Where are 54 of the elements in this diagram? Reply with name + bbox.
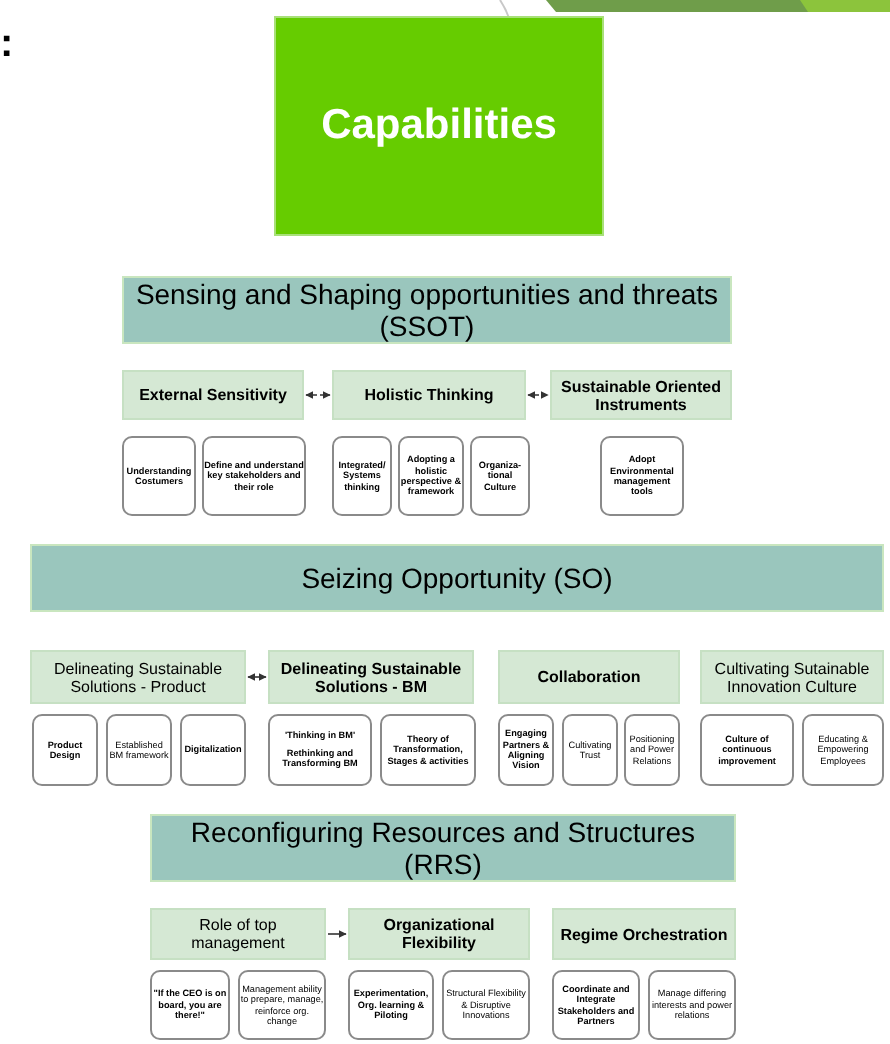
practice-card — [398, 436, 464, 516]
capability-text: Role of top management — [189, 916, 287, 952]
practice-card — [150, 970, 230, 1040]
practice-card — [32, 714, 98, 786]
section-header-text: Reconfiguring Resources and Structures (RRS) — [188, 816, 698, 880]
section-header-box — [30, 544, 884, 612]
practice-card — [238, 970, 326, 1040]
capability-text: External Sensitivity — [139, 386, 287, 404]
capability-text: Delineating Sustainable Solutions - Product — [51, 659, 225, 695]
arrow — [305, 391, 331, 399]
arrow — [327, 930, 347, 938]
practice-card — [180, 714, 246, 786]
practice-card — [600, 436, 684, 516]
practice-card — [202, 436, 306, 516]
practice-card — [498, 714, 554, 786]
arrow — [527, 391, 549, 399]
title-text: Capabilities — [321, 100, 557, 153]
capability-text: Organizational Flexibility — [381, 916, 497, 952]
capability-text: Cultivating Sutainable Innovation Culture — [712, 659, 872, 695]
capability-box — [348, 908, 530, 960]
practice-card — [332, 436, 392, 516]
capability-box — [550, 370, 732, 420]
capability-text: Sustainable Oriented Instruments — [558, 377, 724, 413]
practice-card — [700, 714, 794, 786]
practice-card — [106, 714, 172, 786]
capability-text: Delineating Sustainable Solutions - BM — [278, 659, 464, 695]
practice-card — [470, 436, 530, 516]
section-header-text: Sensing and Shaping opportunities and threats (SSOT) — [133, 278, 721, 342]
capability-box — [268, 650, 474, 704]
capability-box — [498, 650, 680, 704]
section-header-text: Seizing Opportunity (SO) — [301, 562, 613, 594]
practice-card — [562, 714, 618, 786]
practice-card — [624, 714, 680, 786]
practice-card — [442, 970, 530, 1040]
practice-card — [802, 714, 884, 786]
capability-text: Regime Orchestration — [560, 925, 728, 943]
capability-box — [30, 650, 246, 704]
capability-box — [552, 908, 736, 960]
capability-box — [122, 370, 304, 420]
capability-box — [150, 908, 326, 960]
slide-title-fragment: : — [0, 24, 14, 64]
practice-card — [380, 714, 476, 786]
practice-card — [552, 970, 640, 1040]
capability-box — [332, 370, 526, 420]
arrow — [247, 673, 267, 681]
practice-card — [122, 436, 196, 516]
practice-card — [268, 714, 372, 786]
capability-text: Collaboration — [537, 668, 641, 686]
capability-text: Holistic Thinking — [364, 386, 494, 404]
section-header-box — [150, 814, 736, 882]
practice-card — [348, 970, 434, 1040]
practice-card — [648, 970, 736, 1040]
title-box — [274, 16, 604, 236]
capability-box — [700, 650, 884, 704]
